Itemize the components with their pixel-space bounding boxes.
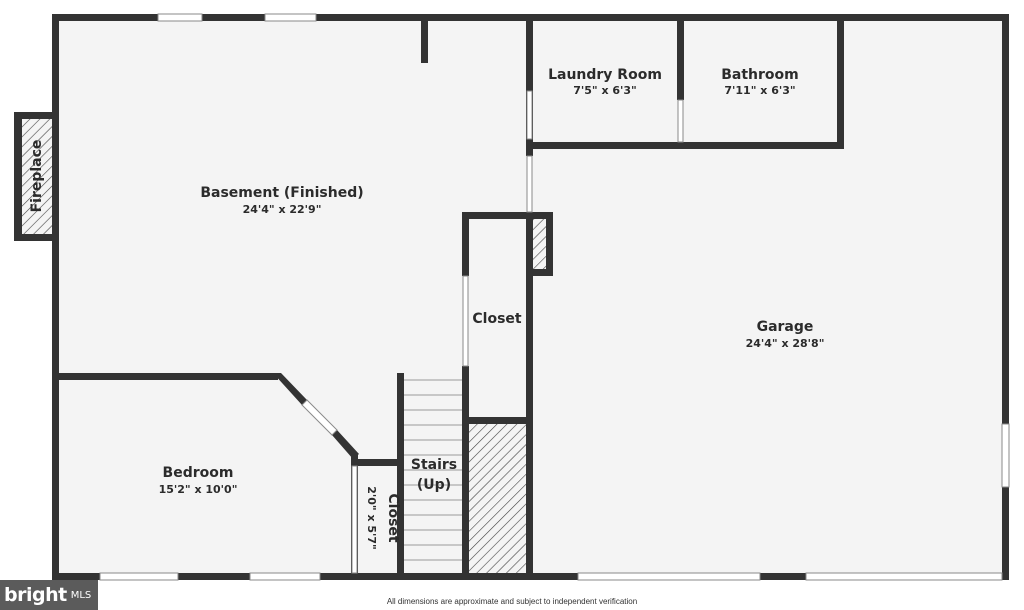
stairs-direction-label: (Up) bbox=[417, 477, 451, 493]
basement-label: Basement (Finished) bbox=[200, 185, 363, 201]
small-closet-label: Closet bbox=[385, 493, 401, 543]
stairwell-void bbox=[469, 424, 526, 573]
bedroom-label: Bedroom bbox=[163, 465, 234, 481]
fireplace-label: Fireplace bbox=[29, 140, 45, 213]
bedroom-dims: 15'2" x 10'0" bbox=[159, 483, 238, 496]
windows bbox=[99, 13, 1010, 581]
laundry-room-dims: 7'5" x 6'3" bbox=[573, 84, 637, 97]
logo-suffix: MLS bbox=[70, 589, 92, 601]
brightmls-logo: bright MLS bbox=[0, 580, 98, 610]
small-closet-dims: 2'0" x 5'7" bbox=[365, 486, 378, 550]
fireplace bbox=[14, 112, 58, 241]
garage-dims: 24'4" x 28'8" bbox=[746, 337, 825, 350]
dimensions-disclaimer: All dimensions are approximate and subje… bbox=[386, 597, 638, 606]
chase-void bbox=[533, 219, 546, 269]
bathroom-label: Bathroom bbox=[721, 67, 799, 83]
bathroom-dims: 7'11" x 6'3" bbox=[724, 84, 795, 97]
garage-label: Garage bbox=[757, 319, 814, 335]
stair-treads bbox=[404, 379, 462, 561]
interior-walls bbox=[52, 20, 844, 578]
closet-label: Closet bbox=[472, 311, 522, 327]
logo-wordmark: bright bbox=[4, 584, 67, 606]
laundry-room-label: Laundry Room bbox=[548, 67, 662, 83]
basement-dims: 24'4" x 22'9" bbox=[243, 203, 322, 216]
stairs-label: Stairs bbox=[411, 457, 457, 473]
